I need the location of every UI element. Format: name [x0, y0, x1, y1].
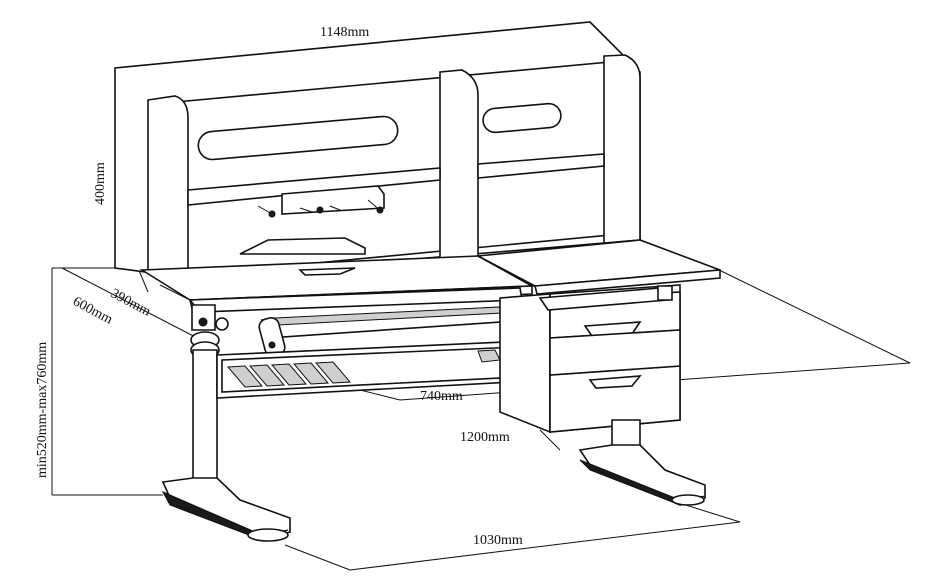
label-side-depth: 740mm	[420, 389, 463, 404]
label-desk-width: 1200mm	[460, 430, 510, 445]
label-base-width: 1030mm	[473, 533, 523, 548]
label-hutch-height: 400mm	[93, 162, 108, 205]
left-leg	[161, 304, 291, 542]
right-leg	[578, 419, 706, 506]
crossbar	[216, 339, 551, 399]
dimension-lines	[51, 21, 911, 571]
hutch	[114, 21, 641, 281]
label-height-range: min520mm-max760mm	[35, 342, 50, 478]
label-width-top: 1148mm	[320, 25, 369, 40]
label-shelf-depth: 390mm	[108, 286, 153, 319]
side-cabinet	[499, 284, 681, 434]
desk-top	[139, 239, 721, 313]
